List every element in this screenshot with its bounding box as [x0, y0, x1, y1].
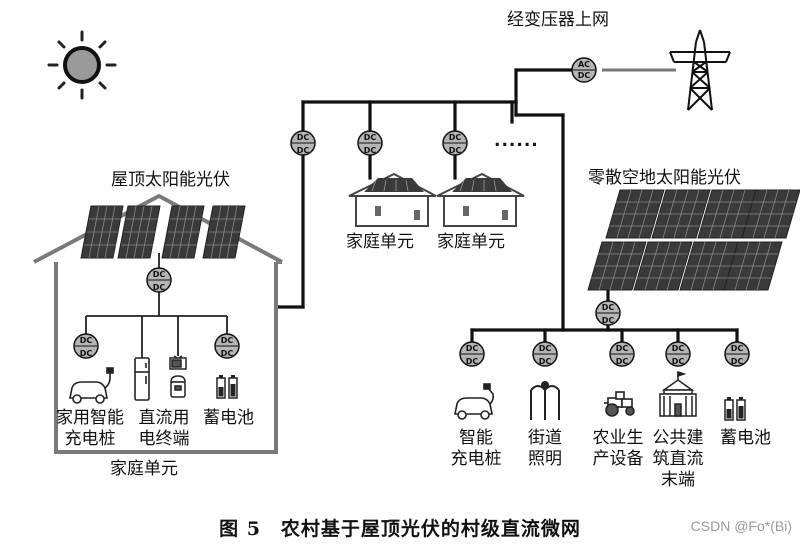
dcdc-converter-rooftop: DC DC [146, 267, 172, 293]
rooftop-pv-label: 屋顶太阳能光伏 [111, 170, 230, 190]
dc-out-label: DC [364, 146, 377, 155]
household-unit-b-label: 家庭单元 [437, 232, 505, 252]
dc-out-label: DC [153, 283, 166, 292]
household-unit-main-label: 家庭单元 [110, 459, 178, 479]
grid-connection-label: 经变压器上网 [507, 10, 609, 30]
street-light-icon [530, 381, 560, 420]
rooftop-house [33, 193, 283, 454]
dc-bus-wiring [276, 68, 739, 344]
street-light-label-line2: 照明 [528, 449, 562, 469]
dc-out-label: DC [297, 146, 310, 155]
public-building-label: 公共建 筑直流 末端 [647, 428, 709, 491]
dc-in-label: DC [616, 344, 629, 353]
dc-out-label: DC [449, 146, 462, 155]
dcdc-converter-feeder: DC DC [290, 130, 316, 156]
dc-in-label: DC [539, 344, 552, 353]
dc-in-label: DC [297, 133, 310, 142]
dcdc-converter-home-battery: DC DC [214, 333, 240, 359]
ellipsis: ...... [494, 131, 539, 151]
dc-out-label: DC [731, 357, 744, 366]
dcdc-converter-street-light: DC DC [532, 341, 558, 367]
dc-out-label: DC [602, 316, 615, 325]
ev-charger-icon [69, 367, 114, 404]
dc-out-label: DC [466, 357, 479, 366]
home-battery-label: 蓄电池 [203, 408, 254, 428]
dc-out-label: DC [616, 357, 629, 366]
ground-solar-array [587, 189, 800, 291]
home-ev-charger-label-line1: 家用智能 [56, 408, 124, 428]
dc-terminal-label: 直流用 电终端 [134, 408, 194, 450]
street-light-label: 街道 照明 [520, 428, 570, 470]
dc-out-label: DC [221, 349, 234, 358]
household-unit-a [348, 172, 437, 227]
refrigerator-icon [134, 357, 150, 401]
dcdc-converter-agri: DC DC [609, 341, 635, 367]
dc-in-label: DC [153, 270, 166, 279]
agri-equipment-label-line1: 农业生 [592, 428, 644, 448]
transmission-tower-icon [669, 29, 731, 111]
public-building-icon [659, 370, 697, 417]
rice-cooker-icon [170, 375, 186, 398]
dc-in-label: DC [466, 344, 479, 353]
smart-charger-label-line1: 智能 [459, 428, 493, 448]
ac-label: AC [578, 60, 590, 69]
dc-in-label: DC [80, 336, 93, 345]
home-ev-charger-label: 家用智能 充电桩 [52, 408, 128, 450]
household-wiring [85, 253, 228, 358]
dcdc-converter-ev-charger: DC DC [73, 333, 99, 359]
dc-out-label: DC [80, 349, 93, 358]
agri-equipment-label: 农业生 产设备 [588, 428, 648, 470]
household-unit-b [436, 172, 525, 227]
dcdc-converter-smart-charger: DC DC [459, 341, 485, 367]
smart-charger-label-line2: 充电桩 [450, 449, 502, 469]
scattered-pv-label: 零散空地太阳能光伏 [588, 168, 741, 188]
street-light-label-line1: 街道 [528, 428, 562, 448]
dc-out-label: DC [672, 357, 685, 366]
dc-in-label: DC [221, 336, 234, 345]
dc-in-label: DC [364, 133, 377, 142]
watermark: CSDN @Fo*(Bi) [690, 518, 792, 534]
tractor-icon [604, 391, 635, 417]
dc-in-label: DC [602, 303, 615, 312]
dc-terminal-label-line1: 直流用 [138, 408, 190, 428]
dc-out-label: DC [539, 357, 552, 366]
ev-charger-icon [454, 383, 494, 420]
dc-label: DC [578, 71, 591, 80]
figure-caption: 图 5 农村基于屋顶光伏的村级直流微网 [219, 518, 581, 540]
dc-in-label: DC [672, 344, 685, 353]
dc-in-label: DC [449, 133, 462, 142]
dcdc-converter-ground-pv: DC DC [595, 300, 621, 326]
tv-icon [169, 355, 187, 370]
household-unit-a-label: 家庭单元 [346, 232, 414, 252]
dcdc-converter-unit-b: DC DC [442, 130, 468, 156]
dcdc-converter-unit-a: DC DC [357, 130, 383, 156]
solar-panel-icon [80, 205, 246, 259]
public-building-label-line2: 筑直流 [652, 449, 704, 469]
battery-icon [724, 396, 746, 421]
battery-icon [216, 374, 238, 399]
dcdc-converter-public-building: DC DC [665, 341, 691, 367]
dc-in-label: DC [731, 344, 744, 353]
public-building-label-line1: 公共建 [652, 428, 704, 448]
agri-equipment-label-line2: 产设备 [592, 449, 644, 469]
public-building-label-line3: 末端 [661, 470, 695, 490]
village-battery-label: 蓄电池 [720, 428, 771, 448]
ac-dc-converter: AC DC [571, 57, 597, 83]
dcdc-converter-village-battery: DC DC [724, 341, 750, 367]
smart-charger-label: 智能 充电桩 [446, 428, 506, 470]
dc-terminal-label-line2: 电终端 [138, 429, 190, 449]
sun-icon [47, 30, 117, 100]
home-ev-charger-label-line2: 充电桩 [64, 429, 116, 449]
